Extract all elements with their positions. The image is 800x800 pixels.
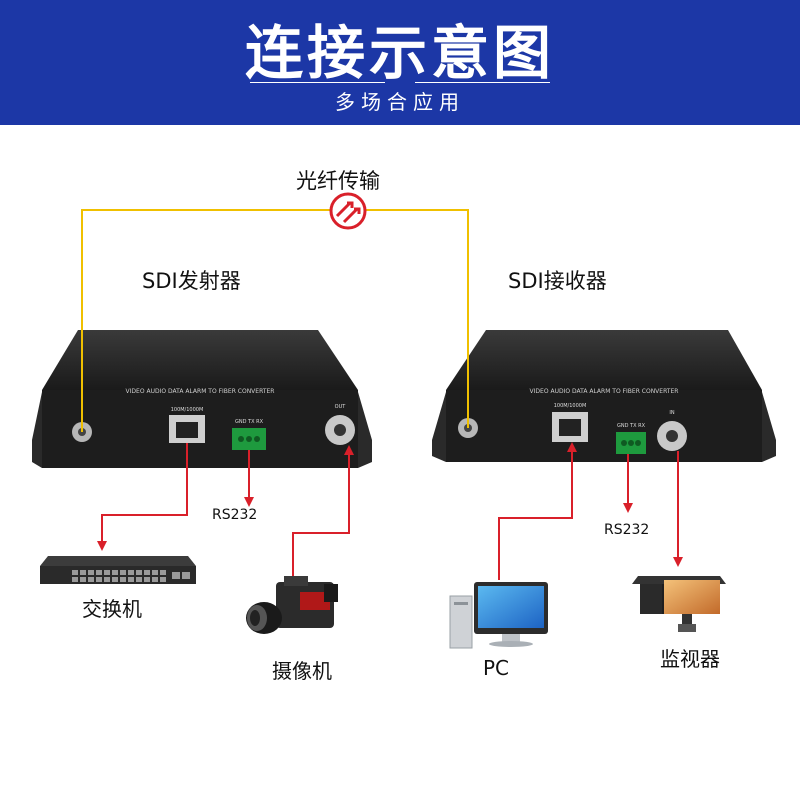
- title-divider-left: [250, 82, 385, 83]
- ethernet-port-label: 100M/1000M: [171, 407, 204, 413]
- receiver-top: [446, 330, 762, 390]
- serial-port-label: GND TX RX: [235, 419, 264, 425]
- fiber-link-line: [81, 209, 469, 432]
- receiver-device: VIDEO AUDIO DATA ALARM TO FIBER CONVERTE…: [432, 330, 776, 462]
- fiber-transfer-icon: [329, 192, 367, 230]
- receiver-ear-right: [762, 392, 776, 462]
- receiver-ear-left: [432, 392, 446, 462]
- receiver-panel-text: VIDEO AUDIO DATA ALARM TO FIBER CONVERTE…: [530, 388, 679, 395]
- rs232-label-left: RS232: [212, 507, 258, 523]
- page-subtitle: 多场合应用: [335, 90, 465, 114]
- terminal-screw: [254, 436, 260, 442]
- header-banner: 连接示意图 多场合应用: [0, 0, 800, 125]
- desktop-pc-icon: [449, 582, 548, 649]
- transmitter-ear-left: [32, 392, 42, 468]
- receiver-front-panel: [446, 390, 762, 462]
- bnc-core: [334, 424, 346, 436]
- ethernet-port-socket: [559, 419, 581, 436]
- pc-label: PC: [483, 656, 510, 680]
- field-monitor-icon: [632, 576, 726, 632]
- terminal-screw: [628, 440, 634, 446]
- title-divider-right: [415, 82, 550, 83]
- monitor-label: 监视器: [660, 647, 720, 671]
- transmitter-label: SDI发射器: [142, 269, 241, 293]
- terminal-screw: [238, 436, 244, 442]
- network-switch-icon: [40, 556, 196, 584]
- camera-label: 摄像机: [272, 659, 332, 683]
- bnc-input-label: IN: [669, 410, 674, 416]
- video-camera-icon: [246, 576, 338, 634]
- arrow-to-switch: [97, 443, 188, 551]
- page-title: 连接示意图: [244, 19, 555, 87]
- transmitter-panel-text: VIDEO AUDIO DATA ALARM TO FIBER CONVERTE…: [126, 388, 275, 395]
- ethernet-port-label: 100M/1000M: [554, 403, 587, 409]
- ethernet-port-socket: [176, 422, 198, 438]
- bnc-core: [666, 430, 678, 442]
- transmitter-top: [42, 330, 358, 390]
- serial-port-label: GND TX RX: [617, 423, 646, 429]
- terminal-screw: [621, 440, 627, 446]
- transmitter-ear-right: [358, 392, 372, 468]
- fiber-transmission-label: 光纤传输: [296, 169, 380, 193]
- bnc-output-label: OUT: [335, 404, 347, 410]
- receiver-label: SDI接收器: [508, 269, 607, 293]
- terminal-screw: [635, 440, 641, 446]
- transmitter-device: VIDEO AUDIO DATA ALARM TO FIBER CONVERTE…: [32, 330, 372, 468]
- switch-ports: [72, 570, 190, 582]
- arrow-from-pc: [498, 442, 577, 580]
- switch-label: 交换机: [82, 597, 142, 621]
- arrow-from-camera: [292, 445, 354, 590]
- rs232-label-right: RS232: [604, 522, 650, 538]
- terminal-screw: [246, 436, 252, 442]
